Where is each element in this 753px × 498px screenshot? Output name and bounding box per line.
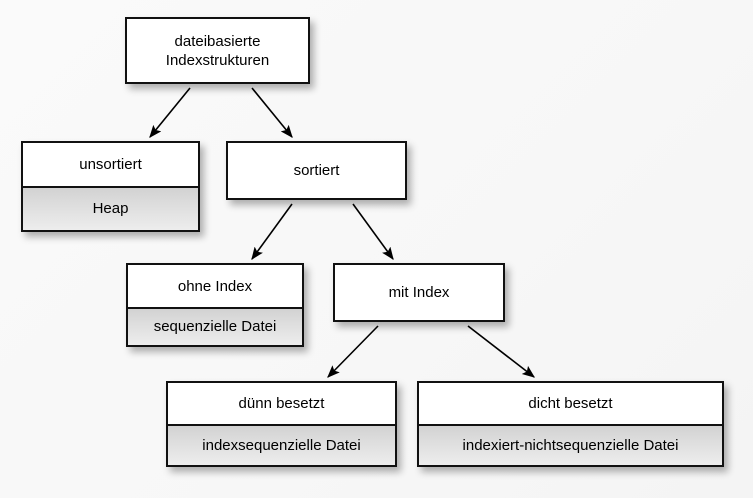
node-root[interactable]: dateibasierte Indexstrukturen bbox=[125, 17, 310, 84]
node-title-dicht-besetzt: dicht besetzt bbox=[419, 383, 722, 424]
node-subcell-unsortiert: Heap bbox=[23, 186, 198, 230]
node-subcell-dicht-besetzt: indexiert-nichtsequenzielle Datei bbox=[419, 424, 722, 465]
node-title-root: dateibasierte Indexstrukturen bbox=[127, 19, 308, 82]
node-subcell-ohne-index: sequenzielle Datei bbox=[128, 307, 302, 345]
node-subcell-duenn-besetzt: indexsequenzielle Datei bbox=[168, 424, 395, 465]
edge-mit-index-to-dicht bbox=[467, 325, 536, 378]
node-title-duenn-besetzt: dünn besetzt bbox=[168, 383, 395, 424]
node-sortiert[interactable]: sortiert bbox=[226, 141, 407, 200]
edge-root-to-sortiert bbox=[251, 87, 293, 138]
edge-mit-index-to-duenn bbox=[327, 325, 379, 378]
node-mit-index[interactable]: mit Index bbox=[333, 263, 505, 322]
node-title-ohne-index: ohne Index bbox=[128, 265, 302, 307]
edge-sortiert-to-mit-index bbox=[352, 203, 394, 261]
node-title-unsortiert: unsortiert bbox=[23, 143, 198, 186]
node-title-sortiert: sortiert bbox=[228, 143, 405, 198]
edge-sortiert-to-ohne-index bbox=[251, 203, 293, 261]
edge-root-to-unsortiert bbox=[149, 87, 191, 138]
node-title-mit-index: mit Index bbox=[335, 265, 503, 320]
